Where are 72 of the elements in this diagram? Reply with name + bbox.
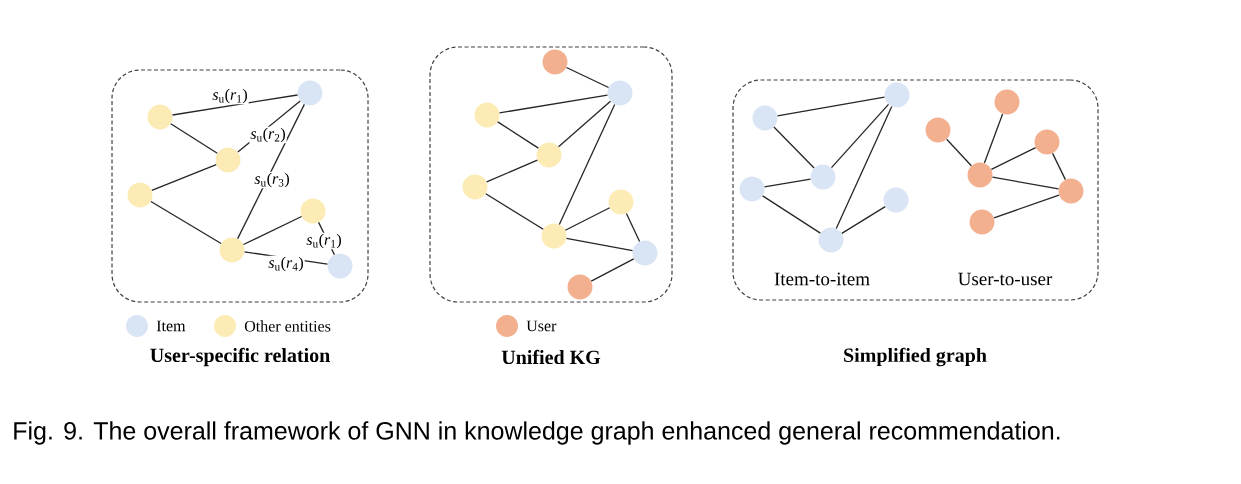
node-circle	[883, 187, 909, 213]
node-circle	[474, 102, 500, 128]
edge-line	[498, 94, 609, 114]
node-circle	[810, 164, 836, 190]
node-circle	[608, 189, 634, 215]
figure-caption: Fig. 9. The overall framework of GNN in knowledge graph enhanced general recommendation.	[14, 421, 1060, 445]
edge-line	[564, 207, 611, 231]
node-circle	[567, 274, 593, 300]
edge-label: s$_{u}$(r$_{1}$)	[211, 87, 249, 105]
edge-line	[983, 113, 1004, 164]
edge-line	[991, 176, 1060, 190]
edge-line	[171, 94, 299, 116]
edge-line	[830, 103, 890, 169]
node-circle	[219, 237, 245, 263]
edge-line	[590, 258, 635, 282]
edge-line	[150, 200, 222, 245]
node-circle	[632, 240, 658, 266]
legend-label: Item	[156, 320, 186, 332]
node-circle	[147, 104, 173, 130]
graph-label: Item-to-item	[774, 272, 870, 286]
edge-line	[1051, 152, 1067, 181]
panel-title: Simplified graph	[844, 347, 987, 367]
edge-line	[776, 96, 886, 117]
edge-line	[625, 212, 641, 243]
edge-line	[762, 195, 821, 234]
node-circle	[739, 176, 765, 202]
panel-title: Unified KG	[501, 349, 601, 365]
edge-line	[485, 193, 544, 230]
node-circle	[994, 89, 1020, 115]
graph-label: User-to-user	[958, 272, 1053, 286]
node-circle	[541, 223, 567, 249]
node-circle	[967, 162, 993, 188]
panel-title: User-specific relation	[150, 347, 330, 367]
legend-label: User	[526, 320, 557, 332]
node-circle	[297, 80, 323, 106]
node-circle	[925, 117, 951, 143]
edge-line	[170, 123, 218, 154]
node-circle	[536, 142, 562, 168]
edge-label: s$_{u}$(r$_{2}$)	[249, 126, 287, 144]
edge-line	[557, 100, 612, 148]
node-circle	[884, 82, 910, 108]
edge-line	[151, 164, 217, 191]
edge-label: s$_{u}$(r$_{3}$)	[253, 171, 291, 189]
node-circle	[1034, 129, 1060, 155]
node-circle	[607, 80, 633, 106]
edge-line	[763, 178, 812, 188]
edge-line	[242, 215, 303, 246]
edge-line	[946, 138, 972, 167]
edge-line	[841, 206, 886, 234]
node-circle	[462, 174, 488, 200]
edge-line	[565, 237, 634, 252]
node-circle	[300, 198, 326, 224]
node-circle	[752, 105, 778, 131]
node-circle	[215, 147, 241, 173]
edge-line	[497, 121, 539, 149]
edge-line	[565, 66, 610, 89]
edge-line	[835, 105, 893, 230]
edge-line	[486, 159, 538, 183]
edge-line	[773, 126, 815, 169]
edge-label: s$_{u}$(r$_{4}$)	[267, 255, 305, 273]
node-circle	[969, 209, 995, 235]
legend-label: Other entities	[244, 320, 331, 332]
edge-label: s$_{u}$(r$_{1}$)	[305, 232, 343, 250]
node-circle	[1058, 178, 1084, 204]
edge-line	[237, 103, 305, 240]
edge-line	[990, 146, 1037, 171]
edge-line	[993, 194, 1060, 219]
node-circle	[818, 227, 844, 253]
node-circle	[327, 253, 353, 279]
node-circle	[542, 49, 568, 75]
node-circle	[127, 182, 153, 208]
edge-line	[558, 103, 616, 226]
